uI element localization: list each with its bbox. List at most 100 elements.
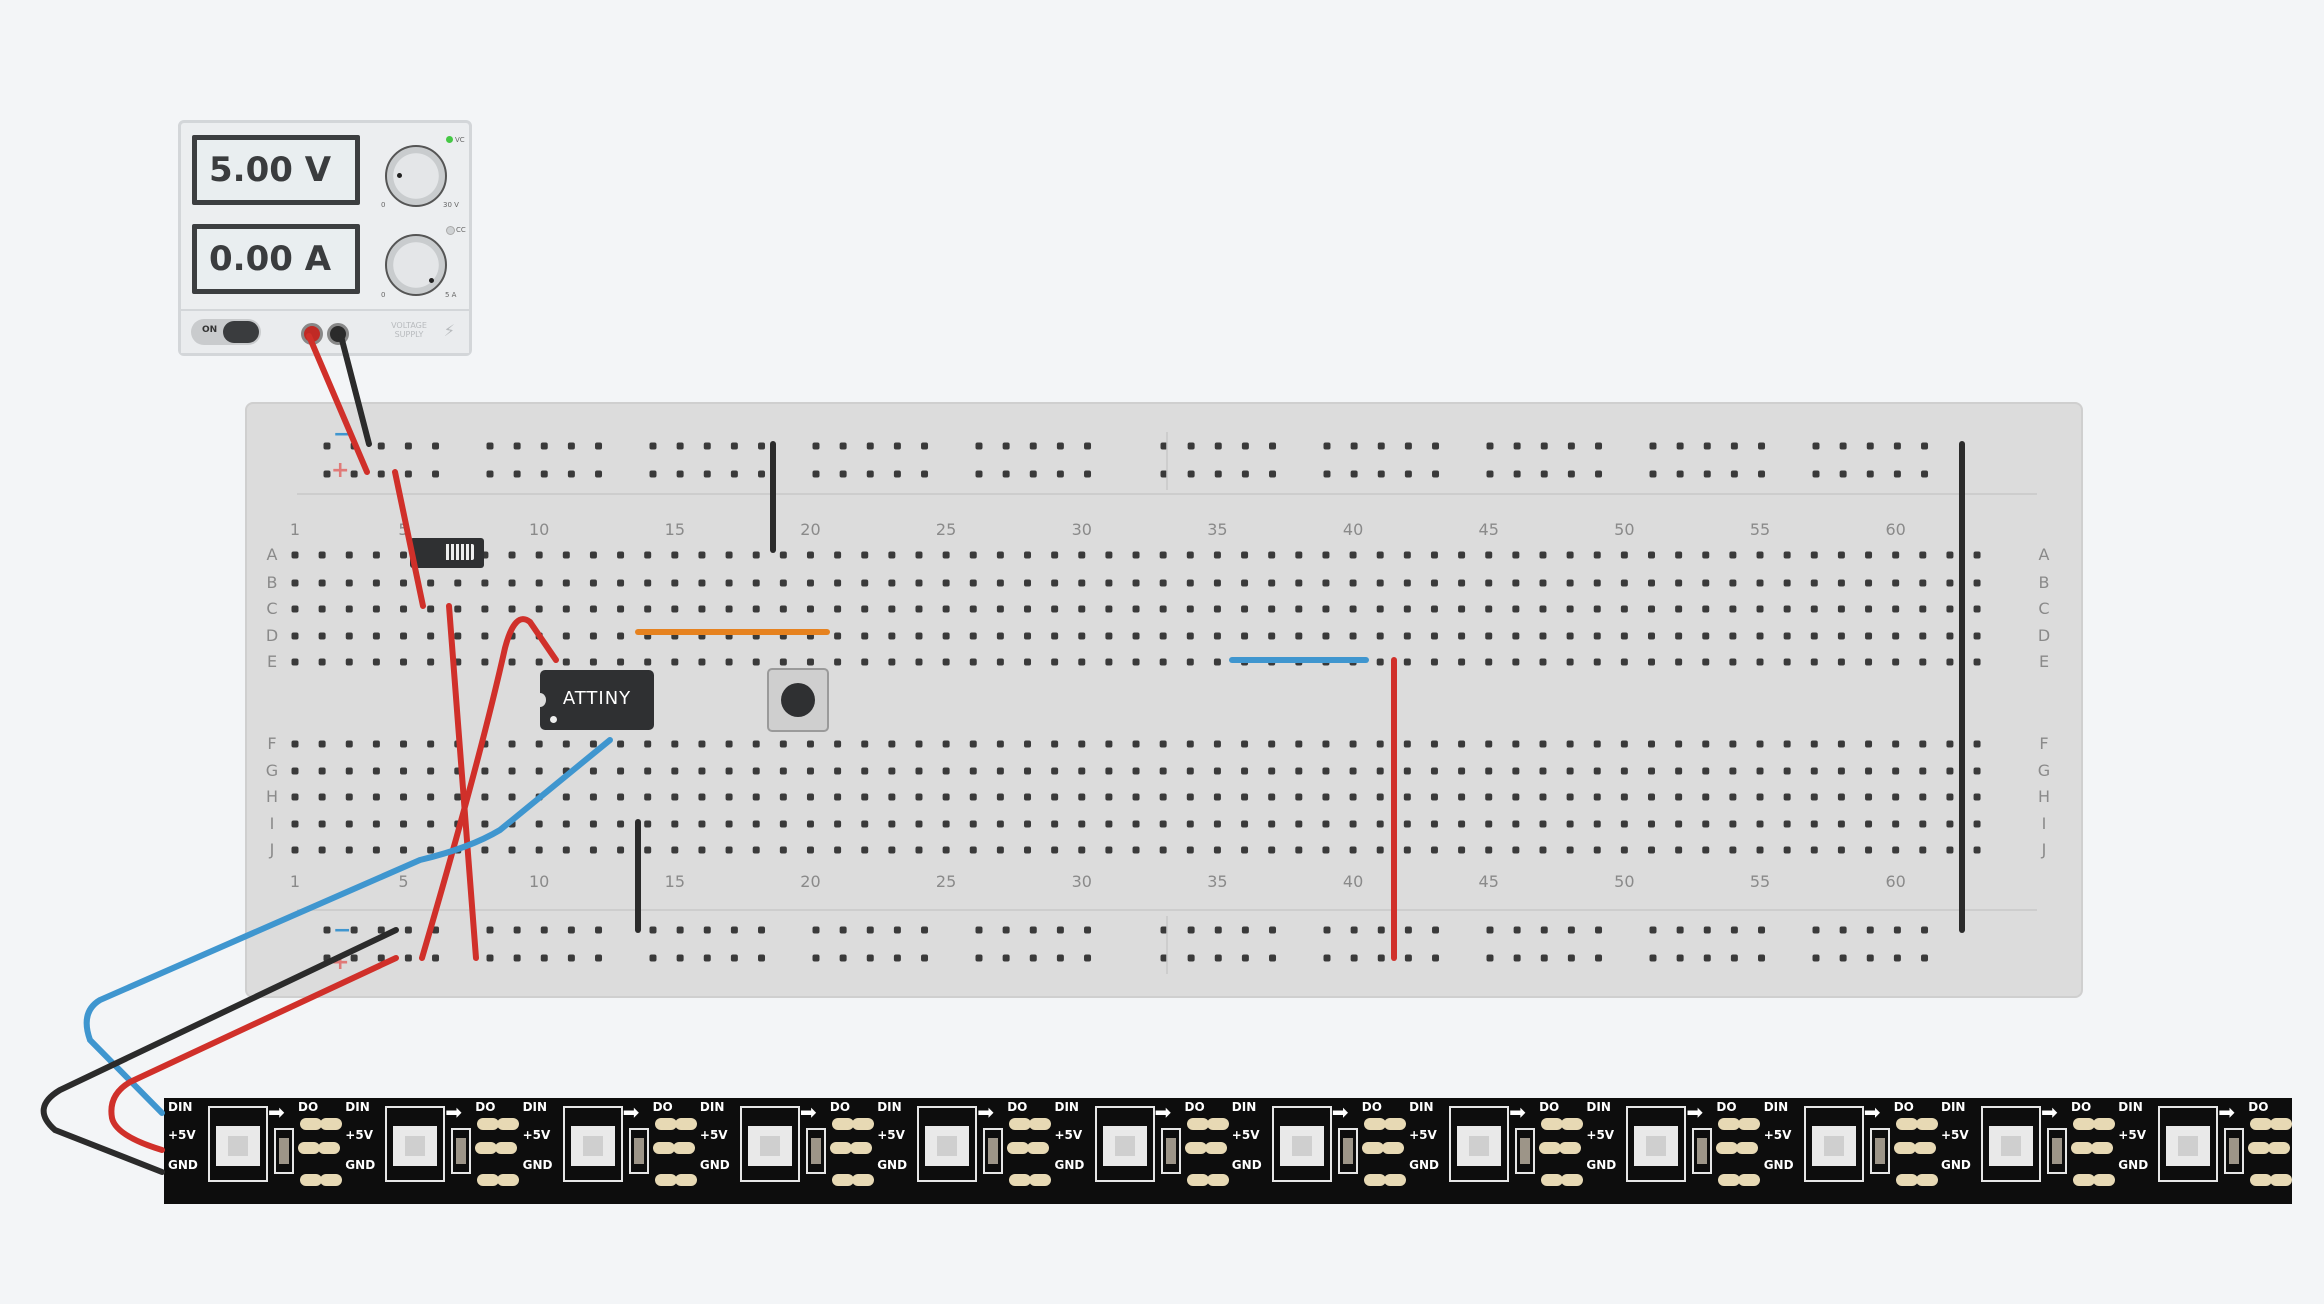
breadboard-hole[interactable] [562,632,570,640]
breadboard-hole[interactable] [1810,632,1818,640]
breadboard-hole[interactable] [1620,767,1628,775]
breadboard-hole[interactable] [1946,605,1954,613]
breadboard-hole[interactable] [1486,442,1494,450]
breadboard-hole[interactable] [1593,846,1601,854]
breadboard-hole[interactable] [861,658,869,666]
breadboard-hole[interactable] [806,605,814,613]
breadboard-hole[interactable] [1620,551,1628,559]
breadboard-hole[interactable] [866,442,874,450]
breadboard-hole[interactable] [595,954,603,962]
breadboard-hole[interactable] [1892,551,1900,559]
breadboard-hole[interactable] [535,658,543,666]
breadboard-hole[interactable] [698,740,706,748]
breadboard-hole[interactable] [1458,846,1466,854]
breadboard-hole[interactable] [698,820,706,828]
breadboard-hole[interactable] [969,551,977,559]
breadboard-hole[interactable] [1837,658,1845,666]
breadboard-hole[interactable] [486,470,494,478]
breadboard-hole[interactable] [1132,767,1140,775]
breadboard-hole[interactable] [1812,954,1820,962]
breadboard-hole[interactable] [1892,740,1900,748]
breadboard-hole[interactable] [1241,632,1249,640]
breadboard-hole[interactable] [644,820,652,828]
breadboard-hole[interactable] [1702,632,1710,640]
breadboard-hole[interactable] [752,740,760,748]
breadboard-hole[interactable] [1702,551,1710,559]
breadboard-hole[interactable] [1486,954,1494,962]
breadboard-hole[interactable] [834,605,842,613]
breadboard-hole[interactable] [1973,579,1981,587]
breadboard-hole[interactable] [1213,551,1221,559]
breadboard-hole[interactable] [1430,632,1438,640]
breadboard-hole[interactable] [1730,470,1738,478]
breadboard-hole[interactable] [1349,579,1357,587]
breadboard-hole[interactable] [1295,793,1303,801]
breadboard-hole[interactable] [1837,740,1845,748]
breadboard-hole[interactable] [1186,740,1194,748]
breadboard-hole[interactable] [508,740,516,748]
breadboard-hole[interactable] [779,579,787,587]
breadboard-hole[interactable] [969,658,977,666]
breadboard-hole[interactable] [377,442,385,450]
breadboard-hole[interactable] [752,551,760,559]
breadboard-hole[interactable] [703,470,711,478]
breadboard-hole[interactable] [1837,605,1845,613]
breadboard-hole[interactable] [1105,551,1113,559]
breadboard-hole[interactable] [508,846,516,854]
breadboard-hole[interactable] [1350,926,1358,934]
breadboard-hole[interactable] [1432,954,1440,962]
breadboard-hole[interactable] [942,551,950,559]
breadboard-hole[interactable] [1024,551,1032,559]
breadboard-hole[interactable] [1675,579,1683,587]
breadboard-hole[interactable] [508,658,516,666]
breadboard-hole[interactable] [1758,954,1766,962]
breadboard-hole[interactable] [1485,632,1493,640]
breadboard-hole[interactable] [834,579,842,587]
breadboard-hole[interactable] [1919,605,1927,613]
breadboard-hole[interactable] [1376,579,1384,587]
breadboard-hole[interactable] [1783,846,1791,854]
breadboard-hole[interactable] [975,470,983,478]
breadboard-hole[interactable] [562,846,570,854]
breadboard-hole[interactable] [779,551,787,559]
slide-switch[interactable] [410,538,484,568]
breadboard-hole[interactable] [698,767,706,775]
breadboard-hole[interactable] [1566,846,1574,854]
breadboard-hole[interactable] [1648,846,1655,854]
breadboard-hole[interactable] [1675,767,1683,775]
breadboard-hole[interactable] [996,658,1004,666]
breadboard-hole[interactable] [1702,658,1710,666]
breadboard-hole[interactable] [730,470,738,478]
breadboard-hole[interactable] [888,551,896,559]
breadboard-hole[interactable] [345,740,353,748]
breadboard-hole[interactable] [1322,820,1330,828]
breadboard-hole[interactable] [1729,551,1737,559]
breadboard-hole[interactable] [1159,820,1167,828]
breadboard-hole[interactable] [345,820,353,828]
breadboard-hole[interactable] [866,470,874,478]
breadboard-hole[interactable] [454,579,462,587]
breadboard-hole[interactable] [1268,605,1276,613]
breadboard-hole[interactable] [1648,605,1655,613]
breadboard-hole[interactable] [1376,605,1384,613]
breadboard-hole[interactable] [1810,579,1818,587]
breadboard-hole[interactable] [942,605,950,613]
breadboard-hole[interactable] [486,442,494,450]
breadboard-hole[interactable] [1837,767,1845,775]
breadboard-hole[interactable] [1865,846,1873,854]
breadboard-hole[interactable] [1973,740,1981,748]
breadboard-hole[interactable] [1730,442,1738,450]
breadboard-hole[interactable] [1024,820,1032,828]
breadboard-hole[interactable] [1078,579,1086,587]
breadboard-hole[interactable] [1078,632,1086,640]
breadboard-hole[interactable] [1349,740,1357,748]
breadboard-hole[interactable] [1676,926,1684,934]
breadboard-hole[interactable] [1756,740,1764,748]
breadboard-hole[interactable] [996,605,1004,613]
breadboard-hole[interactable] [562,793,570,801]
breadboard-hole[interactable] [513,442,521,450]
breadboard-hole[interactable] [1539,820,1547,828]
breadboard-hole[interactable] [1187,442,1195,450]
breadboard-hole[interactable] [730,926,738,934]
